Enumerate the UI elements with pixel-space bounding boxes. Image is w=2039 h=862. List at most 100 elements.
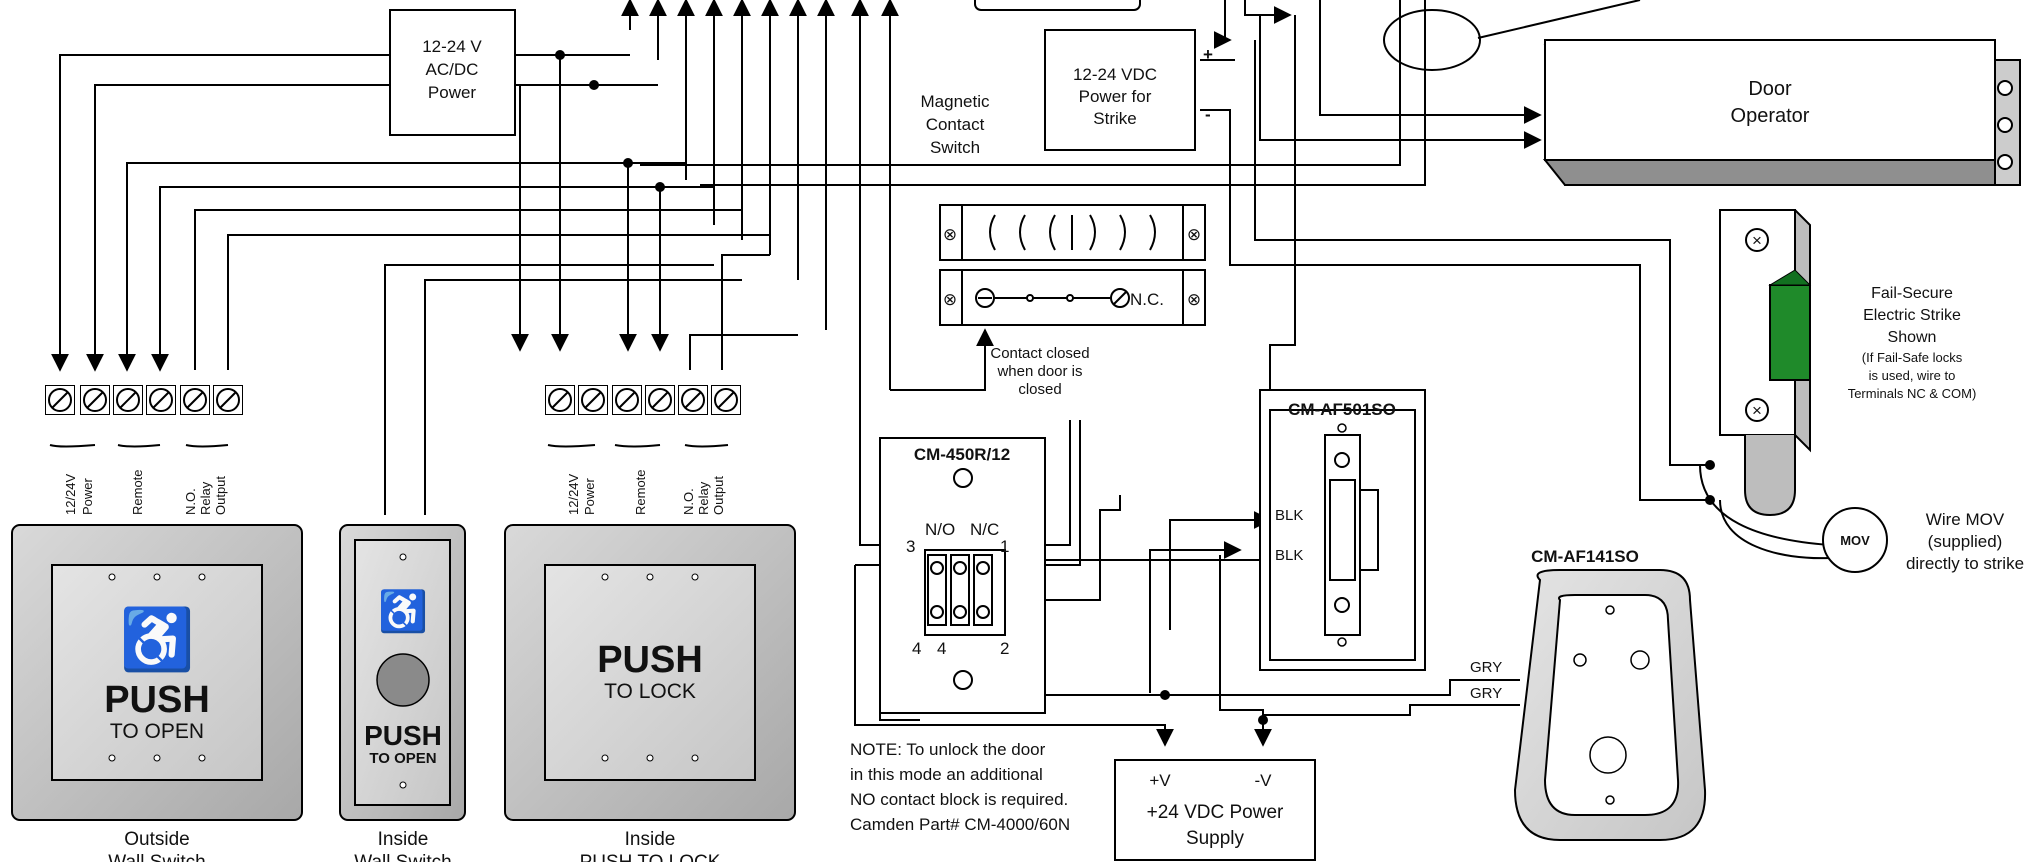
lock-caption-1: Inside <box>625 829 676 850</box>
terminal-6 <box>213 385 243 415</box>
cm450-no: N/O <box>925 520 955 539</box>
lock-label-power-2: Power <box>582 477 597 515</box>
af141-title: CM-AF141SO <box>1531 547 1639 566</box>
fail-safe-note-3: Terminals NC & COM) <box>1848 386 1977 401</box>
note-text: NOTE: To unlock the door in this mode an… <box>850 740 1070 834</box>
strike-screw-bottom: × <box>1752 401 1762 420</box>
plus-sign: + <box>1203 45 1213 64</box>
terminal-block-outside: 12/24V Power Remote N.O. Relay Output <box>45 385 243 515</box>
contact-closed-line-2: when door is <box>996 363 1082 380</box>
label-remote: Remote <box>130 469 145 515</box>
fail-secure-1: Fail-Secure <box>1871 285 1953 302</box>
note-3: NO contact block is required. <box>850 790 1068 809</box>
lock-label-relay-3: Output <box>711 476 726 515</box>
psu-minus-v: -V <box>1255 771 1273 790</box>
lock-terminal-labels: 12/24V Power Remote N.O. Relay Output <box>566 469 726 515</box>
inside-push-to-lock: PUSH TO LOCK Inside PUSH TO LOCK <box>504 524 796 862</box>
mov-note-2: (supplied) <box>1928 532 2003 551</box>
fail-safe-note-1: (If Fail-Safe locks <box>1862 350 1963 365</box>
cm-af501so: CM-AF501SO BLK BLK <box>1259 389 1426 671</box>
lock-terminal-5 <box>678 385 708 415</box>
note-1: NOTE: To unlock the door <box>850 740 1046 759</box>
label-relay-3: Output <box>213 476 228 515</box>
outside-push: PUSH <box>104 679 210 721</box>
top-device-box <box>974 0 1141 11</box>
cm450-n4b: 4 <box>937 639 946 658</box>
psu-label-2: Supply <box>1186 828 1245 849</box>
cm450-n2: 2 <box>1000 639 1009 658</box>
screw-mark-1: ⊗ <box>943 225 957 244</box>
lock-sub: TO LOCK <box>604 680 696 703</box>
nc-label: N.C. <box>1130 290 1164 309</box>
push-button-round <box>376 653 430 707</box>
psu-plus-v: +V <box>1149 771 1171 790</box>
mov-note-1: Wire MOV <box>1926 510 2005 529</box>
lock-terminal-4 <box>645 385 675 415</box>
strike-power-line-1: 12-24 VDC <box>1073 65 1157 84</box>
lock-caption-2: PUSH TO LOCK <box>580 852 721 862</box>
terminal-4 <box>146 385 176 415</box>
outside-wall-switch: ♿ PUSH TO OPEN Outside Wall Switch <box>11 524 303 862</box>
screw-mark-2: ⊗ <box>1187 225 1201 244</box>
cm-af141so: CM-AF141SO GRY GRY <box>1470 547 1707 841</box>
mov-note-3: directly to strike <box>1906 554 2024 573</box>
magnetic-contact-switch: ⊗ ⊗ ⊗ ⊗ N.C. <box>939 204 1206 326</box>
cm450-n3: 3 <box>906 537 915 556</box>
mag-line-1: Magnetic <box>921 92 990 111</box>
electric-strike: × × <box>1719 209 1812 517</box>
screw-mark-4: ⊗ <box>1187 290 1201 309</box>
mag-line-2: Contact <box>926 115 985 134</box>
contact-closed-line-3: closed <box>1018 381 1061 398</box>
contact-closed-label: Contact closed when door is closed <box>990 345 1089 398</box>
cm450-n4a: 4 <box>912 639 921 658</box>
wheelchair-icon-small: ♿ <box>378 588 428 634</box>
fail-safe-note-2: is used, wire to <box>1869 368 1956 383</box>
terminal-block-lock: 12/24V Power Remote N.O. Relay Output <box>545 385 741 515</box>
psu-24vdc: +V -V +24 VDC Power Supply <box>1114 759 1316 861</box>
lock-push: PUSH <box>597 639 703 681</box>
power-line-2: AC/DC <box>426 60 479 79</box>
lock-terminal-2 <box>578 385 608 415</box>
note-4: Camden Part# CM-4000/60N <box>850 815 1070 834</box>
af141-gry2: GRY <box>1470 685 1502 702</box>
lock-label-power-1: 12/24V <box>566 473 581 515</box>
outside-terminal-labels: 12/24V Power Remote N.O. Relay Output <box>63 469 228 515</box>
psu-label-1: +24 VDC Power <box>1147 802 1284 823</box>
label-power-2: Power <box>80 477 95 515</box>
lock-terminal-1 <box>545 385 575 415</box>
operator-line-1: Door <box>1748 78 1792 100</box>
wires <box>51 0 1831 747</box>
strike-power-line-3: Strike <box>1093 109 1136 128</box>
mov-label: MOV <box>1840 533 1870 548</box>
outside-caption-1: Outside <box>124 829 189 850</box>
af501-blk1: BLK <box>1275 507 1303 524</box>
strike-power-line-2: Power for <box>1079 87 1152 106</box>
cm450-title: CM-450R/12 <box>914 445 1010 464</box>
label-relay-2: Relay <box>198 481 213 515</box>
cm450-n1: 1 <box>1000 537 1009 556</box>
lock-label-relay-2: Relay <box>696 481 711 515</box>
fail-secure-label: Fail-Secure Electric Strike Shown (If Fa… <box>1848 285 1977 401</box>
terminal-5 <box>180 385 210 415</box>
fail-secure-3: Shown <box>1888 329 1937 346</box>
lock-terminal-3 <box>612 385 642 415</box>
terminal-3 <box>113 385 143 415</box>
wheelchair-icon: ♿ <box>120 605 195 674</box>
terminal-1 <box>45 385 75 415</box>
magnetic-contact-label: Magnetic Contact Switch <box>921 92 990 157</box>
minus-sign: - <box>1205 105 1211 124</box>
terminal-2 <box>80 385 110 415</box>
af141-gry1: GRY <box>1470 659 1502 676</box>
screw-mark-3: ⊗ <box>943 290 957 309</box>
mag-line-3: Switch <box>930 138 980 157</box>
inside-caption-1: Inside <box>378 829 429 850</box>
power-line-1: 12-24 V <box>422 37 482 56</box>
inside-push: PUSH <box>364 720 442 751</box>
contact-closed-line-1: Contact closed <box>990 345 1089 362</box>
inside-caption-2: Wall Switch <box>354 852 451 862</box>
lock-label-relay-1: N.O. <box>681 488 696 515</box>
inside-wall-switch: ♿ PUSH TO OPEN Inside Wall Switch <box>339 524 466 862</box>
inside-sub: TO OPEN <box>369 750 436 767</box>
lock-terminal-6 <box>711 385 741 415</box>
